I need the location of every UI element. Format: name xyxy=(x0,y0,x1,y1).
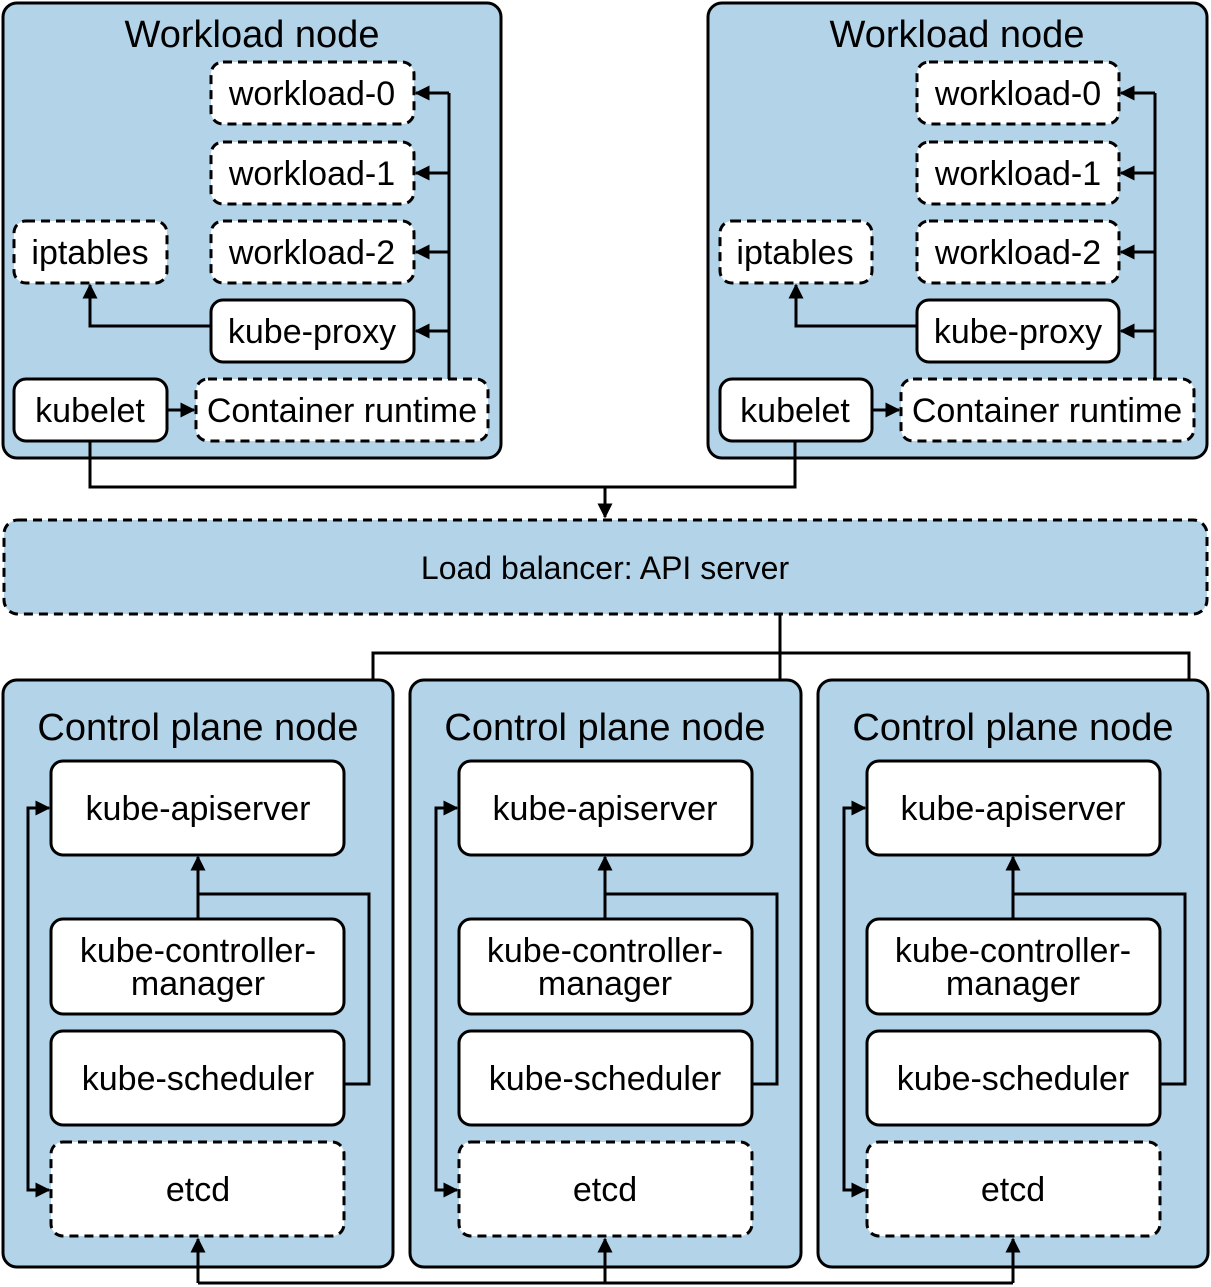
workload-0-label: workload-0 xyxy=(934,75,1101,113)
container-runtime-label: Container runtime xyxy=(912,392,1182,430)
control-plane-node-2: Control plane node kube-apiserver kube-c… xyxy=(408,678,803,1269)
scheduler-to-apiserver-line xyxy=(1013,892,1187,1086)
kube-apiserver-label: kube-apiserver xyxy=(86,790,311,828)
iptables-box xyxy=(718,219,874,285)
workload-2-box xyxy=(209,219,416,285)
kube-proxy-box xyxy=(209,298,416,364)
kube-apiserver-box xyxy=(49,759,346,857)
workload-2-box xyxy=(915,219,1121,285)
workload-0-box xyxy=(915,60,1121,126)
etcd-label: etcd xyxy=(166,1171,230,1209)
kube-controller-manager-label-line2: manager xyxy=(131,965,265,1003)
load-balancer-label: Load balancer: API server xyxy=(421,550,790,586)
workload-1-box xyxy=(209,140,416,206)
control-plane-node-1: Control plane node kube-apiserver kube-c… xyxy=(1,678,395,1269)
etcd-box xyxy=(49,1140,346,1238)
workload-node-1-title: Workload node xyxy=(125,14,380,56)
control-plane-node-3: Control plane node kube-apiserver kube-c… xyxy=(816,678,1210,1269)
kube-scheduler-box xyxy=(457,1029,754,1127)
etcd-box xyxy=(457,1140,754,1238)
kube-apiserver-label: kube-apiserver xyxy=(901,790,1126,828)
iptables-box xyxy=(12,219,169,285)
kube-controller-manager-label-line1: kube-controller- xyxy=(80,932,316,970)
etcd-box xyxy=(865,1140,1162,1238)
container-runtime-label: Container runtime xyxy=(207,392,477,430)
kube-apiserver-label: kube-apiserver xyxy=(493,790,718,828)
workload-0-label: workload-0 xyxy=(228,75,395,113)
kube-scheduler-box xyxy=(49,1029,346,1127)
etcd-label: etcd xyxy=(981,1171,1045,1209)
kube-apiserver-box xyxy=(457,759,754,857)
kube-scheduler-box xyxy=(865,1029,1162,1127)
workload-1-box xyxy=(915,140,1121,206)
scheduler-to-apiserver-line xyxy=(198,892,371,1086)
apiserver-etcd-arrow xyxy=(434,800,459,1198)
kube-controller-manager-label-line1: kube-controller- xyxy=(487,932,723,970)
scheduler-to-apiserver-line xyxy=(605,892,779,1086)
kube-controller-manager-label-line2: manager xyxy=(538,965,672,1003)
kubelet-label: kubelet xyxy=(740,392,850,430)
control-plane-node-2-title: Control plane node xyxy=(444,707,765,749)
etcd-label: etcd xyxy=(573,1171,637,1209)
kube-scheduler-label: kube-scheduler xyxy=(489,1060,721,1098)
workload-0-box xyxy=(209,60,416,126)
control-plane-node-1-title: Control plane node xyxy=(37,707,358,749)
control-plane-node-3-title: Control plane node xyxy=(852,707,1173,749)
kubelet-label: kubelet xyxy=(35,392,145,430)
apiserver-etcd-arrow xyxy=(842,800,867,1198)
kube-controller-manager-label-line1: kube-controller- xyxy=(895,932,1131,970)
kubelets-link-line xyxy=(88,441,797,489)
workload-node-2: Workload node workload-0 workload-1 work… xyxy=(706,1,1209,460)
kube-controller-manager-label-line2: manager xyxy=(946,965,1080,1003)
workload-node-2-title: Workload node xyxy=(830,14,1085,56)
kube-proxy-box xyxy=(915,298,1121,364)
kube-scheduler-label: kube-scheduler xyxy=(897,1060,1129,1098)
container-runtime-box xyxy=(194,377,490,443)
iptables-label: iptables xyxy=(736,234,853,272)
kube-proxy-label: kube-proxy xyxy=(228,313,396,351)
kube-apiserver-box xyxy=(865,759,1162,857)
workload-2-label: workload-2 xyxy=(228,234,395,272)
workload-1-label: workload-1 xyxy=(934,155,1101,193)
iptables-label: iptables xyxy=(31,234,148,272)
kube-proxy-to-iptables-arrow xyxy=(788,283,917,328)
workload-node-1: Workload node workload-0 workload-1 work… xyxy=(1,1,503,460)
container-runtime-box xyxy=(899,377,1196,443)
kube-proxy-to-iptables-arrow xyxy=(82,283,211,328)
kube-proxy-label: kube-proxy xyxy=(934,313,1102,351)
workload-1-label: workload-1 xyxy=(228,155,395,193)
workload-2-label: workload-2 xyxy=(934,234,1101,272)
load-balancer-box xyxy=(2,518,1209,616)
kube-scheduler-label: kube-scheduler xyxy=(82,1060,314,1098)
apiserver-etcd-arrow xyxy=(26,800,51,1198)
load-balancer: Load balancer: API server xyxy=(2,518,1209,616)
